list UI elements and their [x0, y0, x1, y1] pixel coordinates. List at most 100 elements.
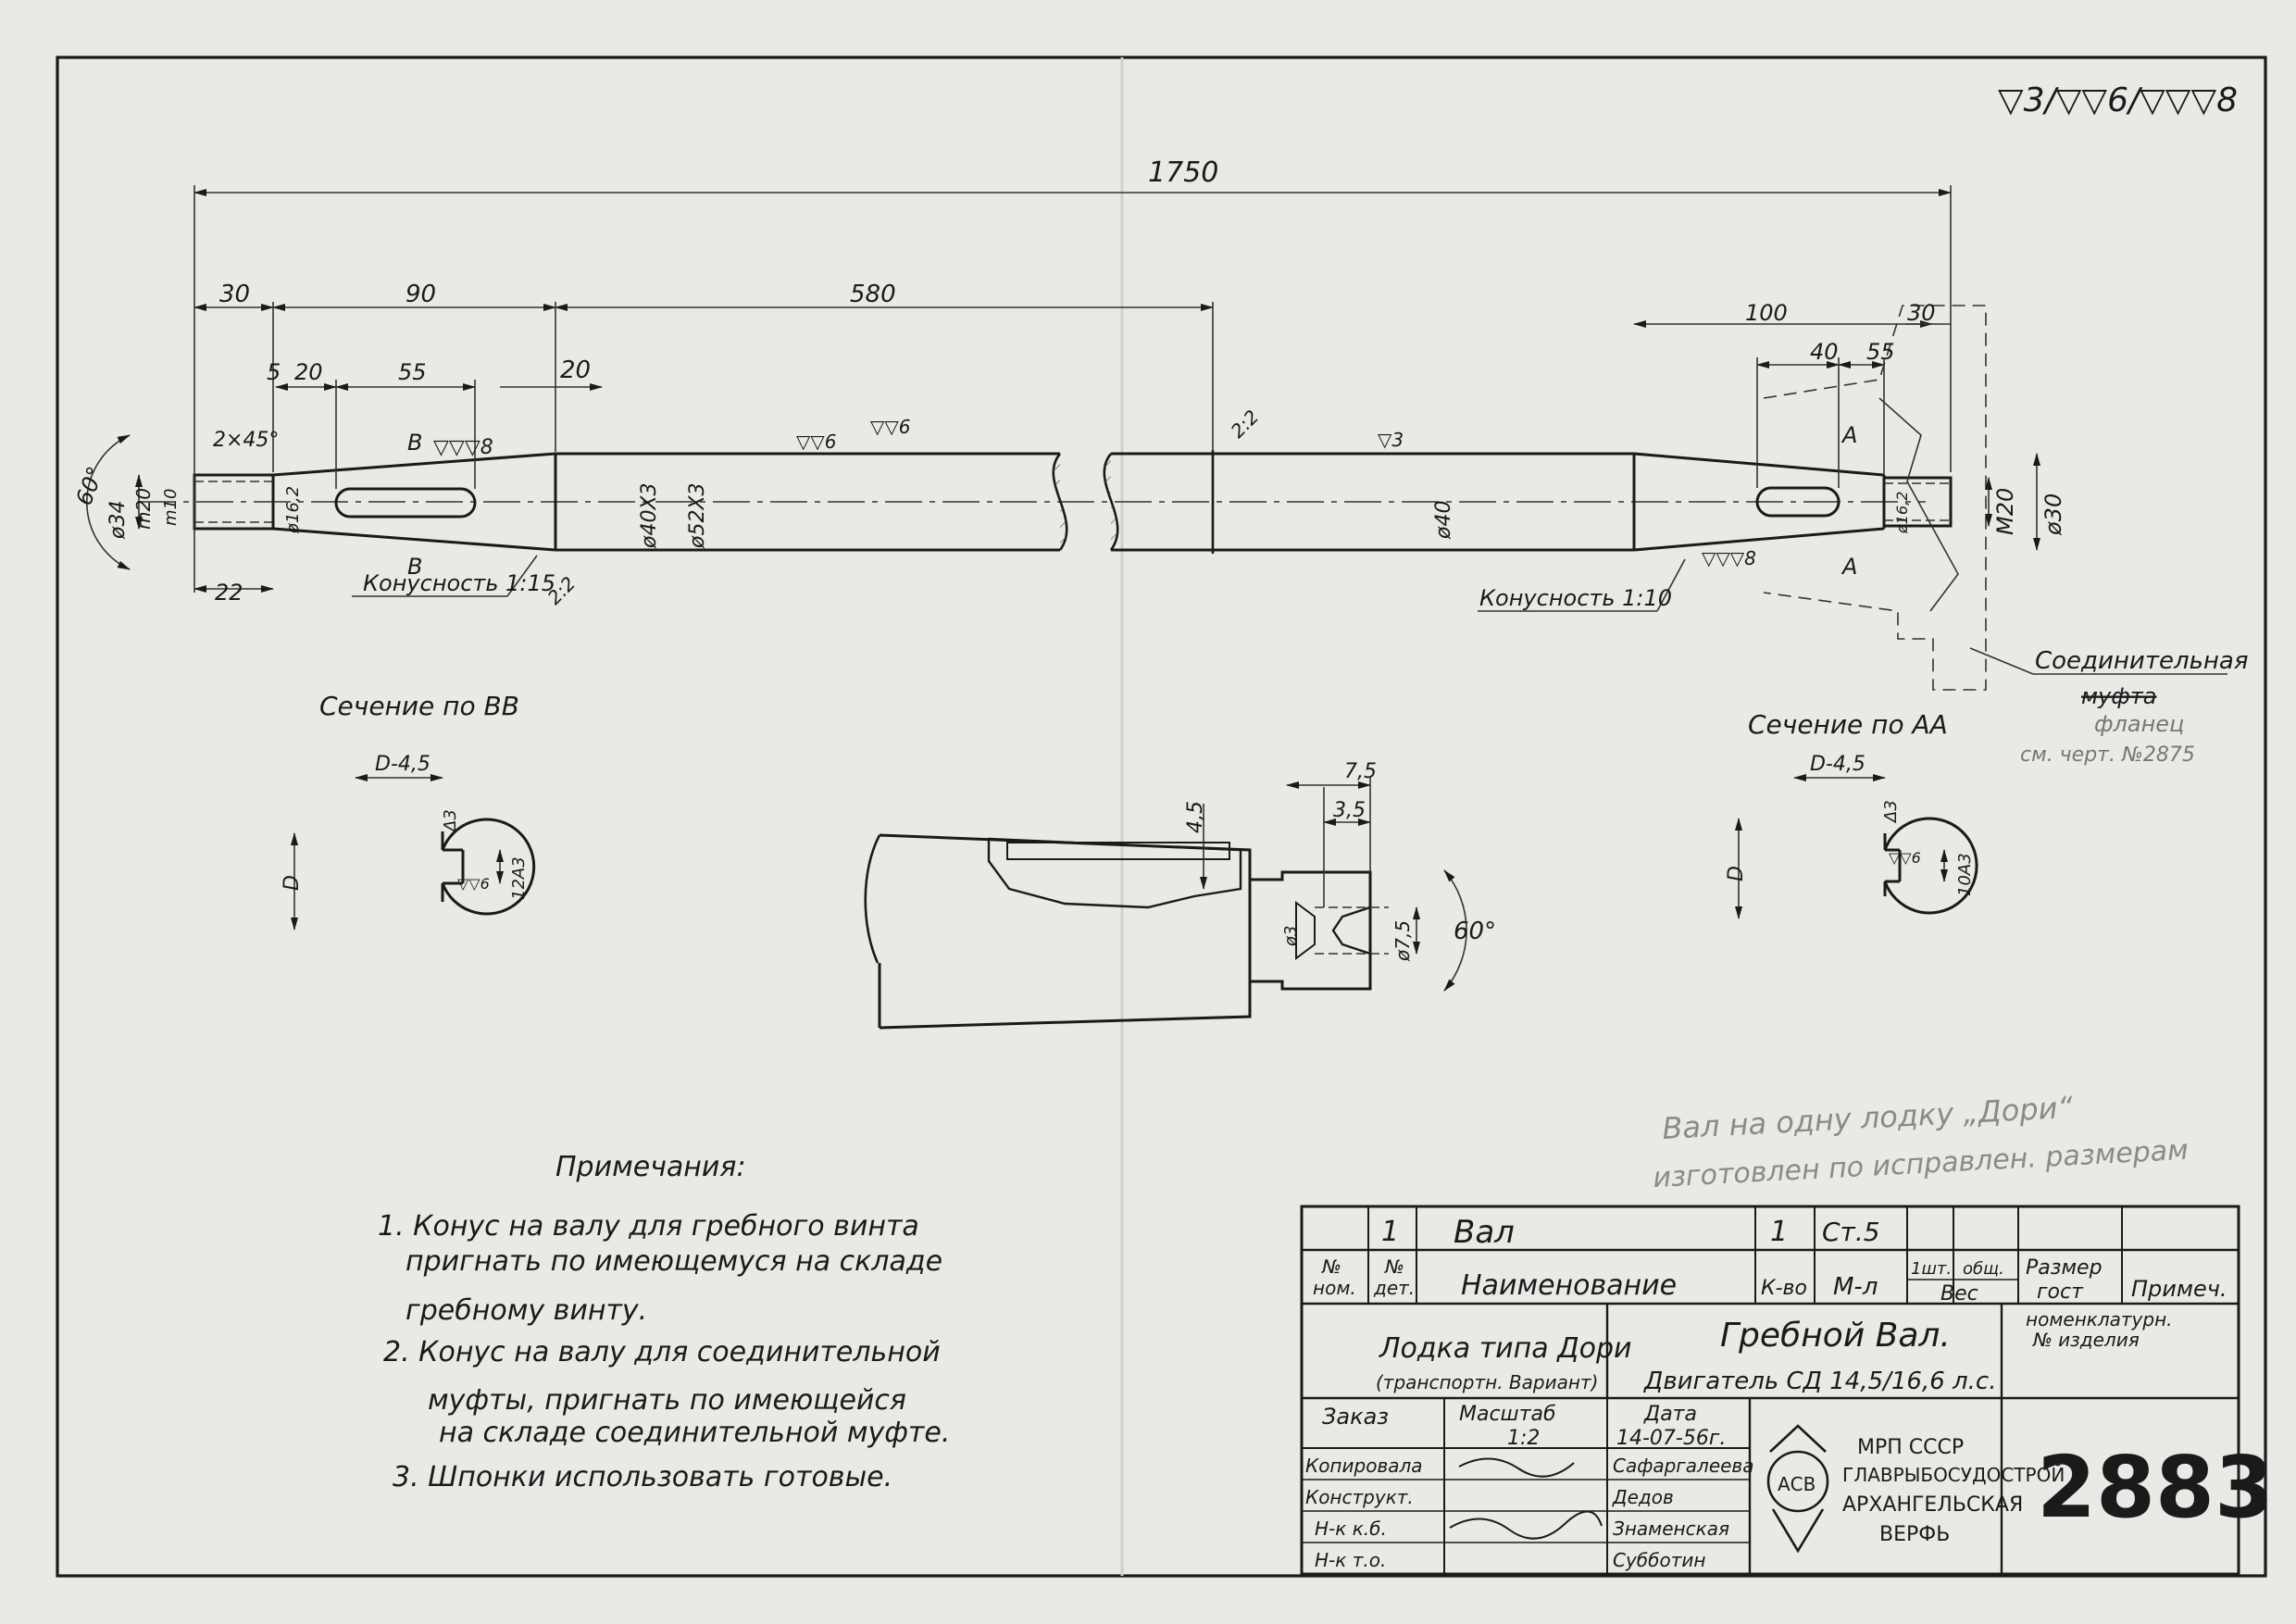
dim-100: 100: [1745, 300, 1788, 326]
chamfer-label: 2×45°: [213, 429, 279, 452]
tb-order-label: Заказ: [1322, 1404, 1389, 1430]
m20-right: M20: [1992, 488, 2018, 535]
section-aa-circle: [1883, 817, 1978, 915]
dia-16-2-left: ø16,2: [283, 486, 303, 534]
section-aa-tri: Δ3: [1881, 800, 1901, 824]
tb-h-weight: Вес: [1940, 1282, 1978, 1305]
logo-letters: АСВ: [1778, 1473, 1816, 1495]
hand-flange-2: см. черт. №2875: [2020, 743, 2195, 767]
tb-org-3: АРХАНГЕЛЬСКАЯ: [1842, 1493, 2023, 1517]
tb-role-2: Конструкт.: [1305, 1486, 1414, 1508]
roughness-6a: ▽▽6: [796, 431, 837, 453]
section-bb-circle: [441, 818, 536, 916]
dia-40x3: ø40X3: [638, 482, 661, 549]
tb-drawing-number: 2883: [2037, 1438, 2274, 1537]
tb-h-mat: М-л: [1833, 1273, 1878, 1301]
tb-part-name: Вал: [1454, 1214, 1515, 1251]
roughness-6b: ▽▽6: [870, 416, 911, 438]
tb-h-one: 1шт.: [1911, 1259, 1952, 1279]
tb-engine: Двигатель СД 14,5/16,6 л.с.: [1643, 1368, 1996, 1395]
tb-row-num: 1: [1381, 1216, 1399, 1248]
section-aa-title: Сечение по АА: [1748, 709, 1948, 740]
roughness-3: ▽3: [1378, 429, 1404, 451]
tb-role-1: Копировала: [1305, 1455, 1423, 1477]
section-mark-v-bottom: В: [407, 554, 422, 580]
section-bb-width: 12A3: [509, 856, 529, 900]
section-bb-rough: ▽▽6: [457, 875, 490, 893]
right-taper: [1633, 452, 1885, 552]
dim-22: 22: [215, 580, 243, 606]
tb-org-2: ГЛАВРЫБОСУДОСТРОЙ: [1842, 1464, 2065, 1486]
notes-title: Примечания:: [555, 1151, 746, 1183]
tb-h-size: Размер: [2026, 1256, 2103, 1280]
section-bb: Сечение по ВВ D-4,5 D 12A3 Δ3 ▽▽6: [281, 691, 536, 931]
coupling-label: Соединительная: [2035, 647, 2248, 675]
section-aa-key: D-4,5: [1810, 753, 1866, 776]
dia-34: ø34: [106, 501, 130, 540]
section-mark-a-bottom: А: [1841, 554, 1857, 580]
dia-30-right: ø30: [2040, 493, 2066, 536]
section-aa: Сечение по АА D-4,5 D 10A3 Δ3 ▽▽6: [1725, 709, 1978, 919]
tb-name-1: Сафаргалеева: [1613, 1455, 1753, 1477]
taper-label-left: Конусность 1:15: [363, 570, 555, 596]
dim-30-right: 30: [1907, 300, 1936, 326]
detail-dim-3-5: 3,5: [1333, 799, 1366, 822]
dim-580: 580: [850, 281, 896, 308]
detail-view: 4,5 7,5 3,5 ø3 ø7,5 60°: [864, 760, 1496, 1030]
note-1c: гребному винту.: [406, 1294, 647, 1327]
tb-h-det: дет.: [1373, 1277, 1415, 1299]
tb-scale: 1:2: [1507, 1427, 1540, 1450]
tb-drawing-title: Гребной Вал.: [1720, 1317, 1951, 1355]
dimensions: 1750 30 90 580 5 20 55 20 22 100 30 40 5…: [71, 156, 2249, 767]
coupling-label-2: муфта: [2081, 683, 2157, 709]
roughness-8-right: ▽▽▽8: [1702, 547, 1756, 569]
left-keyway: [334, 487, 477, 518]
note-1a: 1. Конус на валу для гребного винта: [378, 1210, 919, 1243]
dim-20b: 20: [560, 356, 591, 384]
detail-journal: [1250, 870, 1372, 991]
sheet-frame: [56, 56, 2267, 1578]
tb-boat-1: Лодка типа Дори: [1379, 1332, 1632, 1365]
tb-h-qty: К-во: [1761, 1277, 1807, 1300]
dim-55-right: 55: [1866, 339, 1895, 365]
shaft-body-left: [555, 452, 1060, 552]
note-2a: 2. Конус на валу для соединительной: [383, 1336, 941, 1368]
left-taper: [272, 452, 556, 552]
dim-1750: 1750: [1148, 156, 1218, 189]
right-keyway: [1755, 486, 1841, 518]
tb-scale-label: Масштаб: [1459, 1403, 1556, 1426]
tb-h-note: Примеч.: [2131, 1276, 2227, 1302]
section-bb-title: Сечение по ВВ: [319, 691, 519, 721]
tb-h-total: общ.: [1963, 1259, 2004, 1279]
section-mark-v-top: В: [407, 430, 422, 456]
hand-flange: фланец: [2094, 711, 2184, 737]
detail-dia-7-5: ø7,5: [1391, 920, 1414, 962]
tb-boat-2: (транспортн. Вариант): [1376, 1371, 1598, 1393]
section-bb-key: D-4,5: [375, 753, 430, 776]
dia-16-2-right: ø16,2: [1893, 492, 1911, 534]
tb-role-3: Н-к к.б.: [1315, 1518, 1387, 1540]
coupling-hatch-edge: [1878, 397, 1959, 612]
shaft-main-view: [139, 305, 1987, 691]
tb-role-4: Н-к т.о.: [1315, 1549, 1386, 1571]
tb-h-no2: №: [1384, 1255, 1404, 1278]
taper-label-right: Конусность 1:10: [1479, 585, 1672, 611]
note-2b: муфты, пригнать по имеющейся: [428, 1384, 906, 1417]
notes: Примечания: 1. Конус на валу для гребног…: [378, 1151, 950, 1493]
roughness-marks: ▽3/▽▽6/▽▽▽8: [1998, 81, 2238, 119]
dim-30: 30: [219, 281, 250, 308]
detail-dim-7-5: 7,5: [1344, 760, 1377, 783]
section-mark-a-top: А: [1841, 422, 1857, 448]
detail-hatched-cut: [987, 837, 1242, 909]
detail-angle-60: 60°: [1454, 918, 1496, 945]
coupling-outline: [1763, 305, 1987, 691]
detail-dim-4-5: 4,5: [1184, 801, 1207, 833]
dia-52x3: ø52X3: [686, 482, 709, 549]
shipyard-logo: АСВ: [1766, 1424, 1829, 1554]
tb-name-3: Знаменская: [1613, 1518, 1729, 1540]
signature-3: [1449, 1510, 1603, 1540]
note-2c: на складе соединительной муфте.: [439, 1417, 950, 1449]
dia-40: ø40: [1432, 501, 1455, 540]
